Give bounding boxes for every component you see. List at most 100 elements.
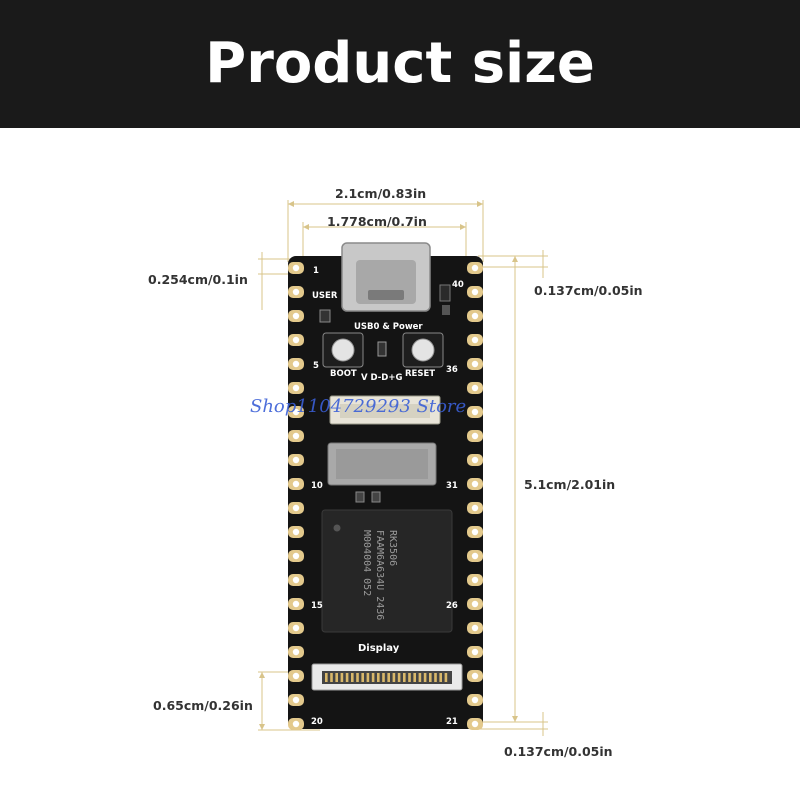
dim-board-length: 5.1cm/2.01in xyxy=(524,477,616,492)
soc-chip xyxy=(321,509,453,633)
fpc-pin xyxy=(325,673,328,682)
page-title: Product size xyxy=(205,31,595,96)
fpc-pin xyxy=(335,673,338,682)
pin-hole xyxy=(292,288,300,296)
pin-hole xyxy=(471,696,479,704)
dim-top-offset: 0.137cm/0.05in xyxy=(534,283,643,298)
fpc-pin xyxy=(418,673,422,682)
pin-26: 26 xyxy=(446,601,458,611)
pin-hole xyxy=(471,504,479,512)
pin-hole xyxy=(471,552,479,560)
pin-5: 5 xyxy=(313,361,319,371)
pin-hole xyxy=(292,600,300,608)
pin-40: 40 xyxy=(452,280,464,290)
fpc-pin xyxy=(429,673,432,682)
pin-hole xyxy=(292,312,300,320)
pin-hole xyxy=(292,672,300,680)
pin-hole xyxy=(292,456,300,464)
pin-hole xyxy=(471,576,479,584)
fpc-pin xyxy=(382,673,385,682)
pin-hole xyxy=(292,720,300,728)
pin-hole xyxy=(292,408,300,416)
label-user: USER xyxy=(312,291,338,301)
pin-hole xyxy=(471,312,479,320)
pin-20: 20 xyxy=(311,717,323,727)
pin-hole xyxy=(471,432,479,440)
fpc-pin xyxy=(434,673,437,682)
fpc-pin xyxy=(371,673,375,682)
fpc-pin xyxy=(345,673,349,682)
fpc-pin xyxy=(403,673,406,682)
pin-36: 36 xyxy=(446,365,458,375)
pin-hole xyxy=(292,576,300,584)
pin-hole xyxy=(471,720,479,728)
label-boot: BOOT xyxy=(330,369,357,379)
pin-hole xyxy=(292,528,300,536)
label-display: Display xyxy=(358,643,400,654)
pin-hole xyxy=(471,648,479,656)
pin-hole xyxy=(292,336,300,344)
label-usb-power: USB0 & Power xyxy=(354,322,423,332)
fpc-pin xyxy=(444,673,448,682)
pin-hole xyxy=(471,384,479,392)
pin-hole xyxy=(292,504,300,512)
chip-text-1: RK3506 xyxy=(387,530,398,566)
pin-hole xyxy=(292,696,300,704)
pin-hole xyxy=(292,480,300,488)
pin-31: 31 xyxy=(446,481,458,491)
dim-display-connector: 0.65cm/0.26in xyxy=(153,698,253,713)
pin-hole xyxy=(471,408,479,416)
fpc-pin xyxy=(361,673,364,682)
pin-hole xyxy=(292,552,300,560)
store-watermark: Shop1104729293 Store xyxy=(250,396,467,417)
fpc-pin xyxy=(330,673,333,682)
pin-hole xyxy=(471,600,479,608)
fpc-pin xyxy=(340,673,344,682)
dim-hole-spacing: 1.778cm/0.7in xyxy=(327,214,427,229)
fpc-pin xyxy=(377,673,380,682)
fpc-pin xyxy=(387,673,390,682)
dim-bottom-offset: 0.137cm/0.05in xyxy=(504,744,613,759)
pin-hole xyxy=(471,672,479,680)
pin-21: 21 xyxy=(446,717,458,727)
led-component xyxy=(439,284,451,302)
pin-hole xyxy=(471,480,479,488)
pin-15: 15 xyxy=(311,601,323,611)
fpc-pin xyxy=(423,673,427,682)
chip-text-2: FAAM6A634U 2436 xyxy=(374,530,385,620)
pin-hole xyxy=(471,528,479,536)
dim-board-width: 2.1cm/0.83in xyxy=(335,186,427,201)
pin-hole xyxy=(471,264,479,272)
fpc-pin xyxy=(351,673,354,682)
dim-pin-pitch: 0.254cm/0.1in xyxy=(148,272,248,287)
pin-1: 1 xyxy=(313,266,319,276)
fpc-pin xyxy=(439,673,442,682)
pin-hole xyxy=(471,288,479,296)
pin-hole xyxy=(471,336,479,344)
fpc-pin xyxy=(408,673,411,682)
pin-hole xyxy=(471,360,479,368)
chip-text-3: M004004 052 xyxy=(361,530,372,596)
pin-hole xyxy=(292,360,300,368)
fpc-pin xyxy=(392,673,396,682)
fpc-pin xyxy=(397,673,401,682)
pin-hole xyxy=(292,624,300,632)
pin-hole xyxy=(471,624,479,632)
label-vdd: V D-D+G xyxy=(361,373,402,383)
pin-hole xyxy=(292,264,300,272)
left-pin-pads xyxy=(288,262,304,730)
title-banner: Product size xyxy=(0,0,800,128)
fpc-pin xyxy=(366,673,370,682)
pin-hole xyxy=(471,456,479,464)
dimension-arrows xyxy=(259,201,518,730)
right-pin-pads xyxy=(467,262,483,730)
pin-hole xyxy=(292,384,300,392)
pin-hole xyxy=(292,648,300,656)
label-reset: RESET xyxy=(405,369,435,379)
pin-10: 10 xyxy=(311,481,323,491)
fpc-pin xyxy=(356,673,359,682)
fpc-pin xyxy=(413,673,416,682)
pin-hole xyxy=(292,432,300,440)
